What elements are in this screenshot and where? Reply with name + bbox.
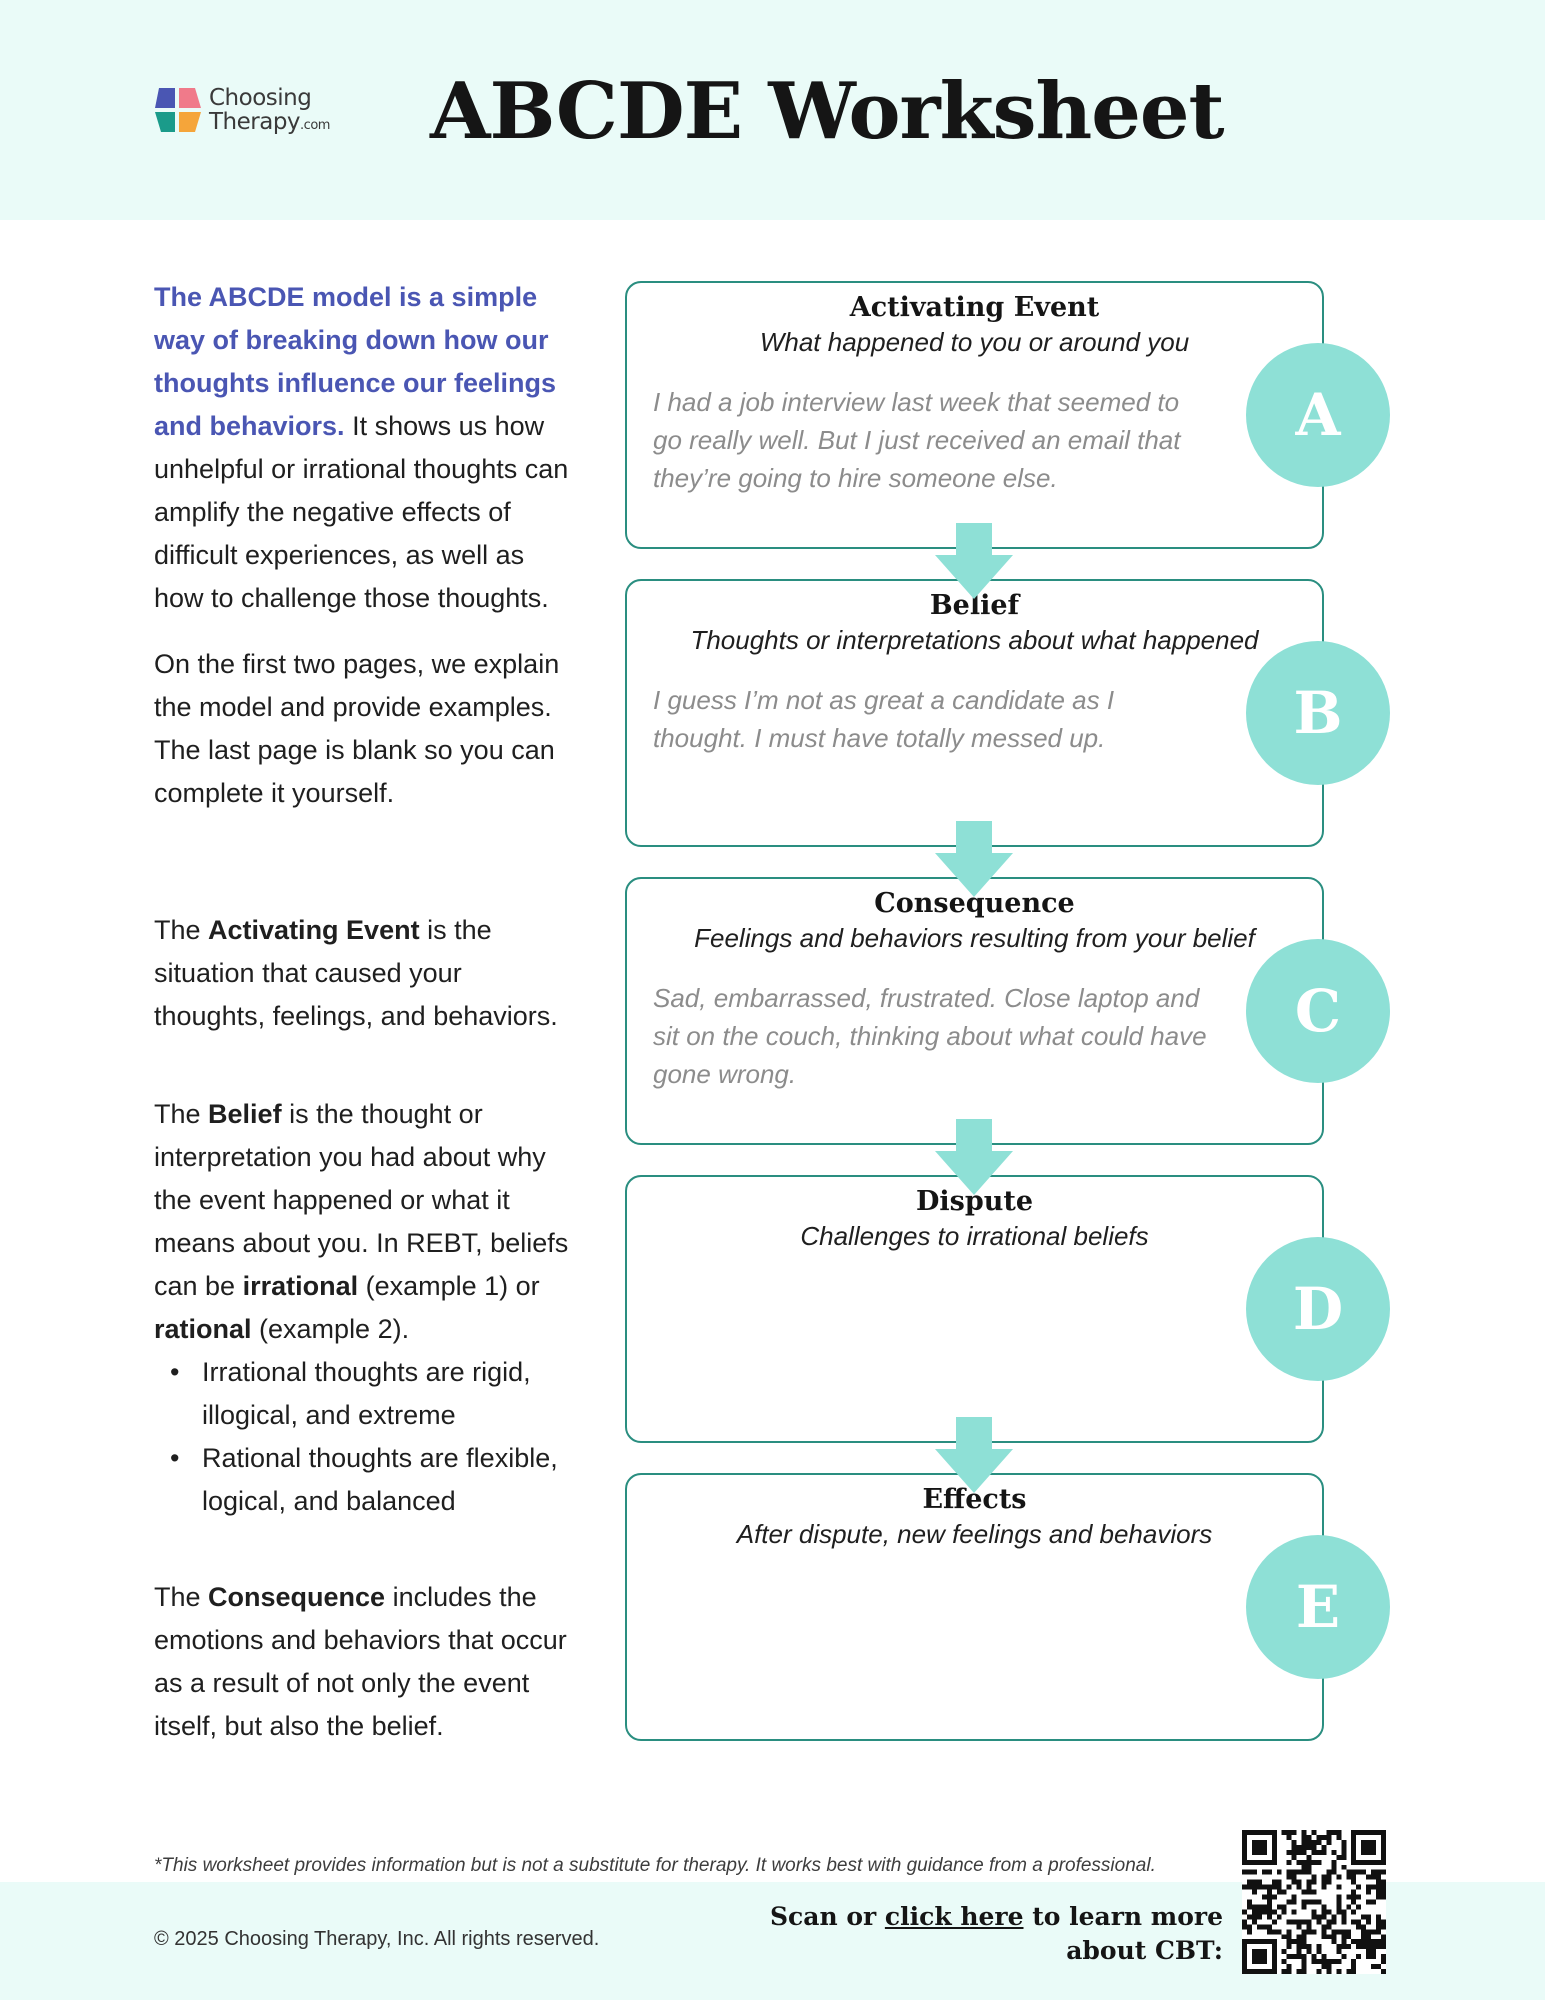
intro-rest: It shows us how unhelpful or irrational … [154,411,569,613]
logo-com: .com [300,118,330,133]
belief-explainer: The Belief is the thought or interpretat… [154,1093,574,1523]
consequence-explainer: The Consequence includes the emotions an… [154,1576,574,1748]
activating-pre: The [154,915,209,945]
step-subtitle: After dispute, new feelings and behavior… [736,1519,1213,1549]
step-box-c: Consequence Feelings and behaviors resul… [625,877,1324,1145]
step-letter-e: E [1246,1535,1390,1679]
logo-line1: Choosing [209,85,312,111]
step-example: I guess I’m not as great a candidate as … [653,685,1115,753]
step-letter-a: A [1246,343,1390,487]
activating-term: Activating Event [208,915,420,945]
scan-pre: Scan or [769,1902,885,1931]
consequence-pre: The [154,1582,209,1612]
activating-post: is the situation that caused your though… [154,915,558,1031]
consequence-term: Consequence [208,1582,386,1612]
step-subtitle: Thoughts or interpretations about what h… [690,625,1259,655]
belief-bullet-list: Irrational thoughts are rigid, illogical… [154,1351,574,1523]
step-example: Sad, embarrassed, frustrated. Close lapt… [653,983,1207,1089]
bullet-rational: Rational thoughts are flexible, logical,… [154,1437,574,1523]
step-subtitle: Feelings and behaviors resulting from yo… [694,923,1255,953]
step-example: I had a job interview last week that see… [653,387,1181,493]
header-band [0,0,1545,220]
step-subtitle: What happened to you or around you [759,327,1190,357]
down-arrow-icon [935,821,1013,897]
down-arrow-icon [935,1119,1013,1195]
pages-note: On the first two pages, we explain the m… [154,649,560,808]
down-arrow-icon [935,523,1013,599]
step-title: Activating Event [849,292,1100,323]
step-subtitle: Challenges to irrational beliefs [800,1221,1149,1251]
belief-mid2: (example 1) or [358,1271,540,1301]
belief-post: (example 2). [251,1314,410,1344]
belief-pre: The [154,1099,209,1129]
down-arrow-icon [935,1417,1013,1493]
copyright-text: © 2025 Choosing Therapy, Inc. All rights… [154,1928,600,1950]
logo-line2: Therapy [209,109,301,135]
step-box-a: Activating Event What happened to you or… [625,281,1324,549]
scan-post: to learn more [1023,1902,1223,1931]
consequence-post: includes the emotions and behaviors that… [154,1582,567,1741]
bullet-irrational: Irrational thoughts are rigid, illogical… [154,1351,574,1437]
belief-mid1: is the thought or interpretation you had… [154,1099,569,1301]
step-letter-c: C [1246,939,1390,1083]
click-here-link[interactable]: click here [884,1902,1024,1931]
choosing-therapy-logo[interactable]: Choosing Therapy.com [153,84,353,140]
activating-explainer: The Activating Event is the situation th… [154,909,574,1038]
step-box-d: Dispute Challenges to irrational beliefs [625,1175,1324,1443]
step-letter-d: D [1246,1237,1390,1381]
step-box-e: Effects After dispute, new feelings and … [625,1473,1324,1741]
scan-cta: Scan or click here to learn more about C… [770,1900,1223,1968]
page-title: ABCDE Worksheet [430,66,1225,157]
scan-line2: about CBT: [1066,1936,1223,1965]
logo-mark-icon [155,88,201,132]
logo-wordmark: Choosing Therapy.com [209,86,330,138]
irrational-term: irrational [242,1271,359,1301]
intro-paragraph: The ABCDE model is a simple way of break… [154,276,574,620]
disclaimer-text: *This worksheet provides information but… [154,1855,1156,1876]
step-letter-b: B [1246,641,1390,785]
belief-term: Belief [208,1099,282,1129]
rational-term: rational [154,1314,252,1344]
intro-highlight: The ABCDE model is a simple way of break… [154,282,557,441]
qr-code-icon[interactable] [1242,1830,1386,1974]
step-box-b: Belief Thoughts or interpretations about… [625,579,1324,847]
